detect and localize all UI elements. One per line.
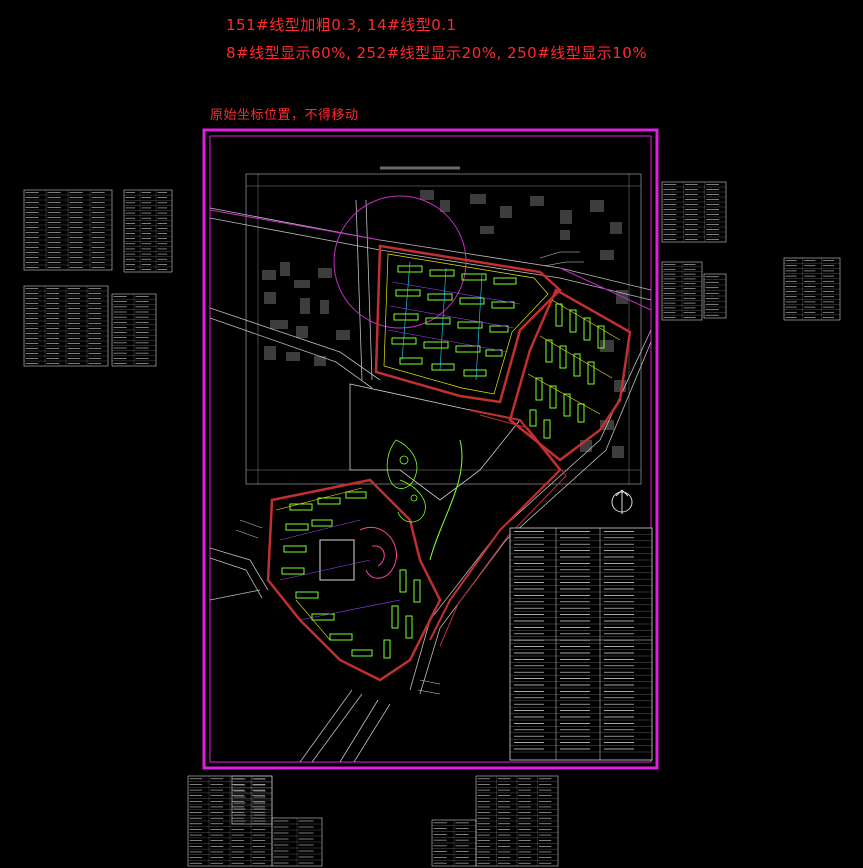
radius-circle (333, 195, 467, 329)
drawing-border (245, 173, 642, 485)
inner-frame (209, 135, 652, 763)
outer-frame (202, 128, 659, 770)
legend-table (509, 527, 653, 761)
side-table-right-1 (661, 181, 727, 243)
side-table-left-4 (111, 293, 157, 367)
parcel-southwest (266, 478, 442, 682)
side-table-left-1 (23, 189, 113, 271)
side-table-left-2 (123, 189, 173, 273)
north-arrow (611, 489, 633, 514)
context-buildings (262, 190, 628, 458)
annotation-line-display: 8#线型显示60%, 252#线型显示20%, 250#线型显示10% (226, 44, 648, 62)
side-table-bottom-3 (271, 817, 323, 867)
annotation-origin-note: 原始坐标位置，不得移动 (210, 108, 359, 123)
side-table-right-2 (661, 261, 703, 321)
side-table-bottom-2 (231, 775, 477, 867)
side-table-left-3 (23, 285, 109, 367)
side-table-right-3 (703, 273, 727, 319)
landscape-feature (386, 439, 426, 523)
parcel-north (374, 244, 562, 404)
parcel-east (508, 288, 632, 462)
annotation-line-weights: 151#线型加粗0.3, 14#线型0.1 (226, 16, 457, 34)
side-table-far-right (783, 257, 841, 321)
